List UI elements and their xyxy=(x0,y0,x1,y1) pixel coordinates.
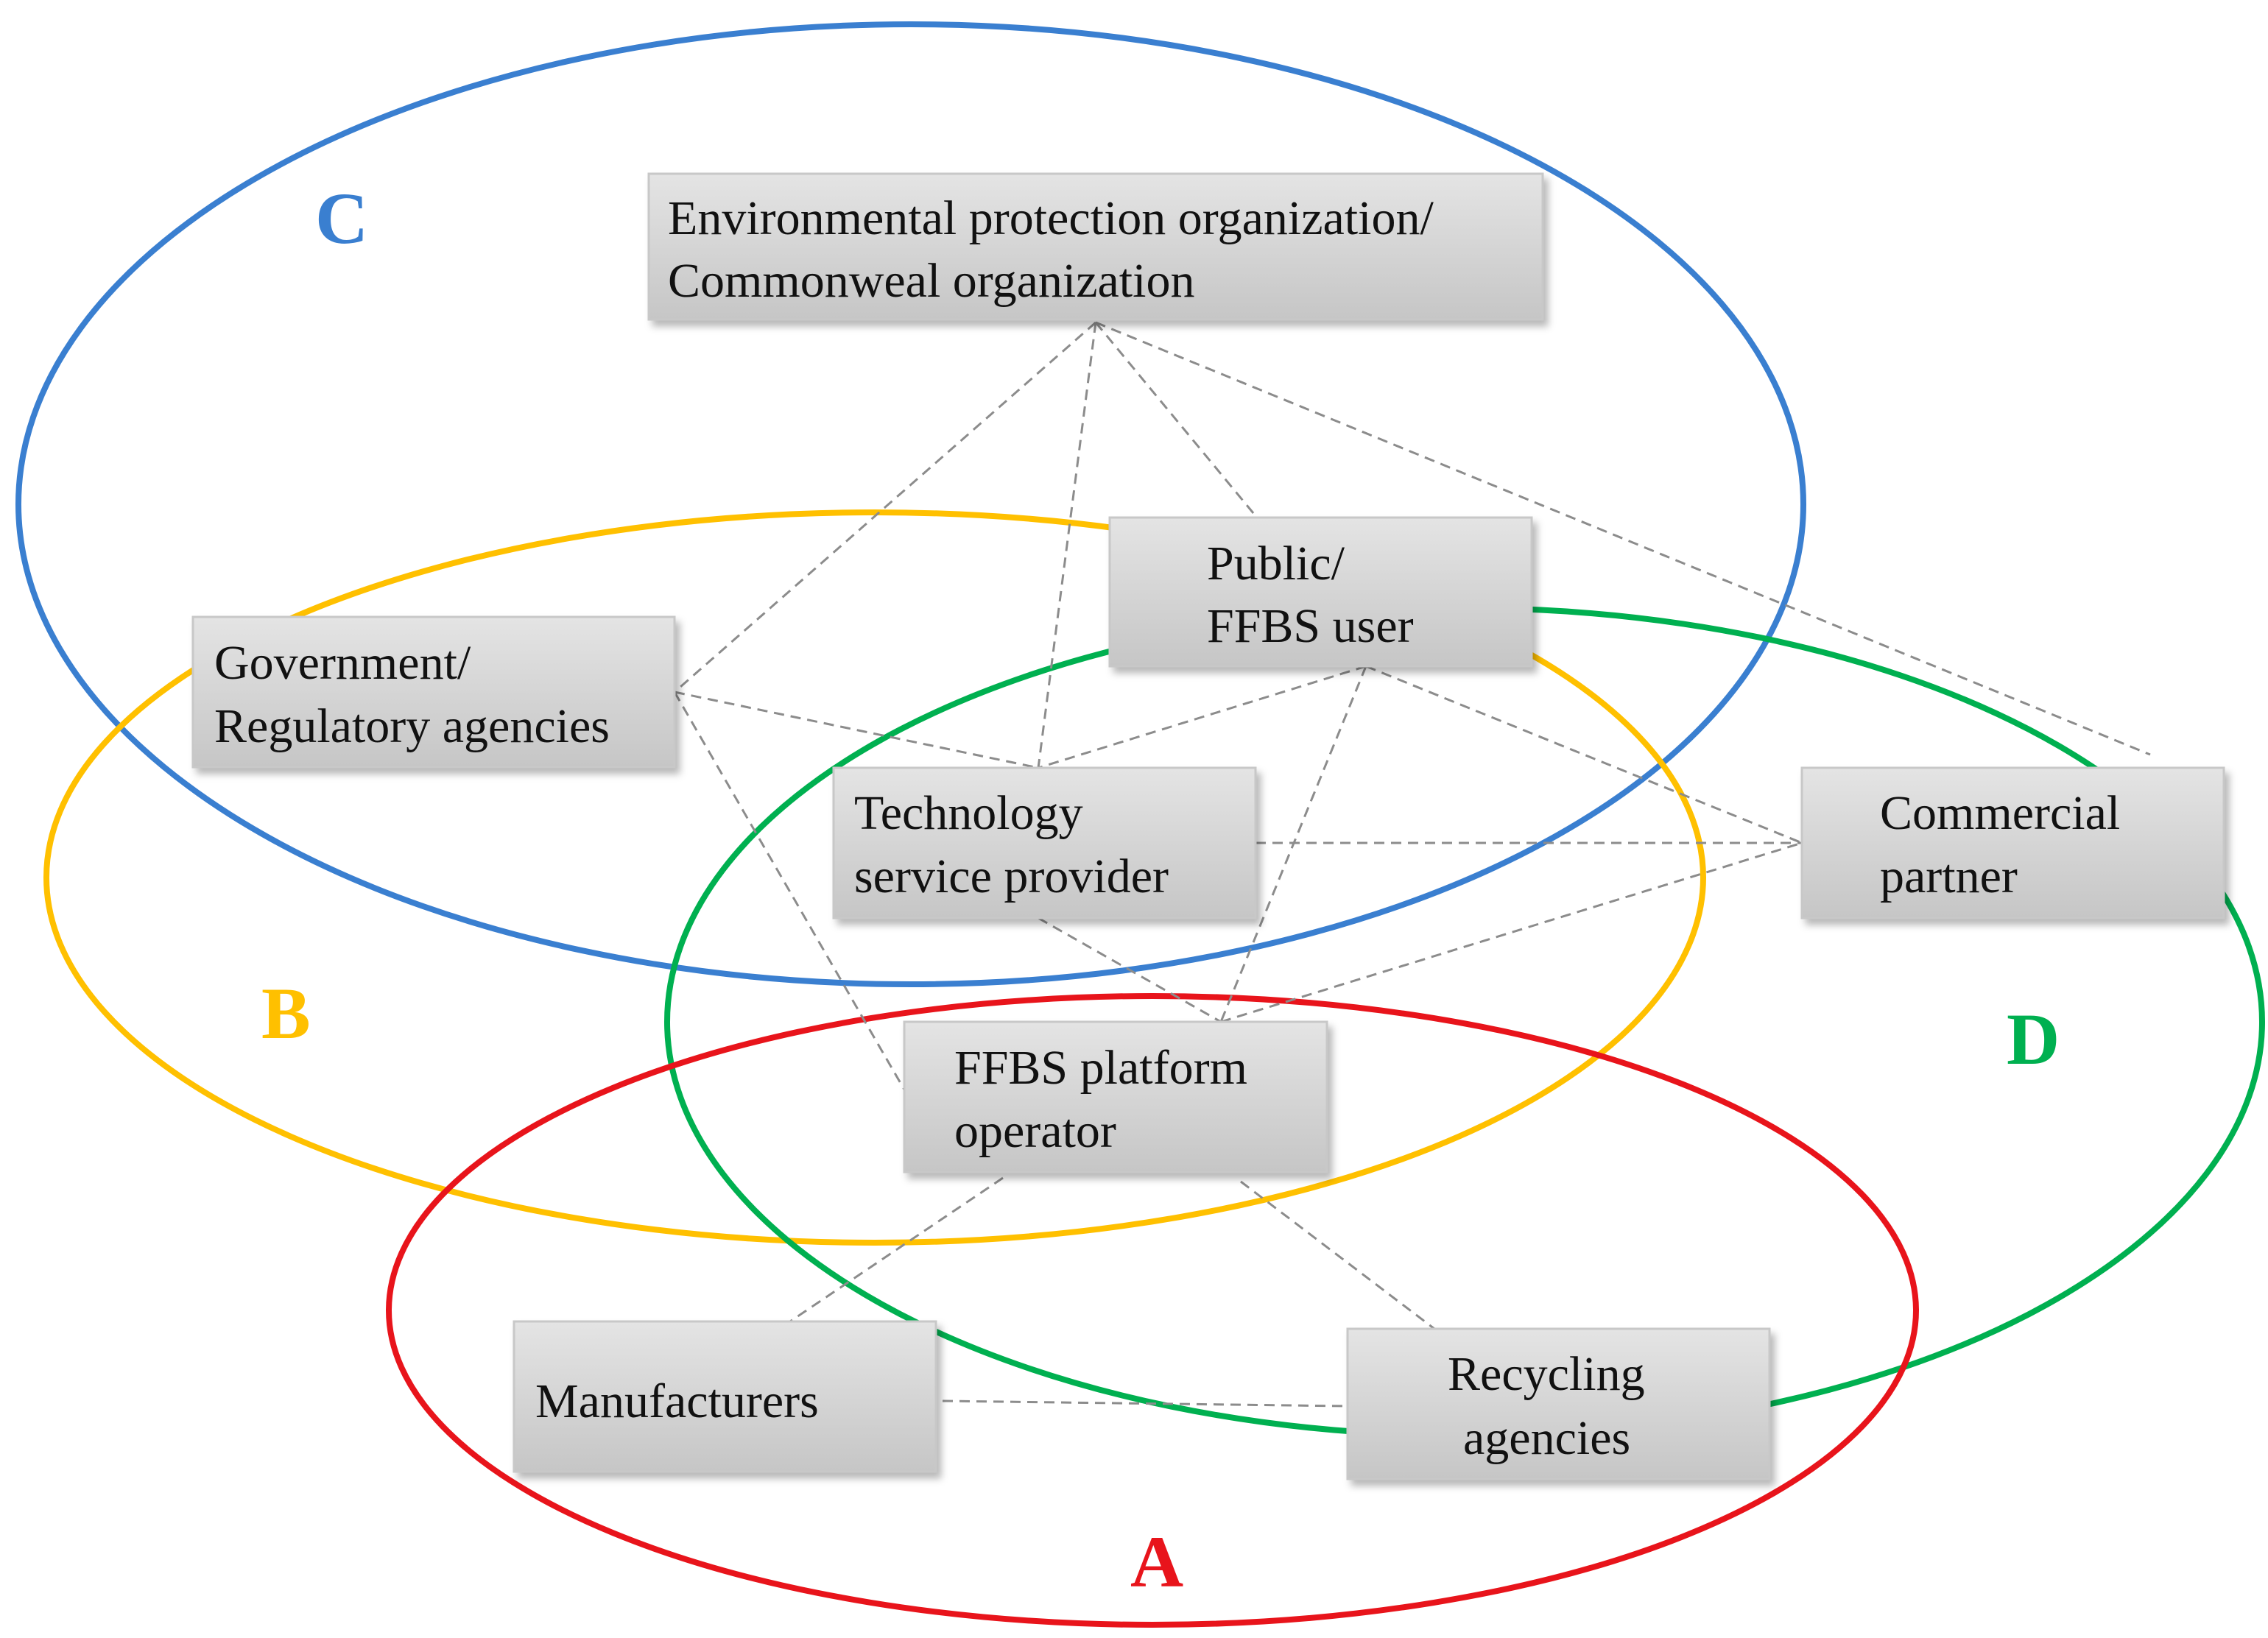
node-technology: Technology service provider xyxy=(832,766,1257,919)
group-label-a: A xyxy=(1130,1521,1183,1603)
relation-public-technology xyxy=(1038,665,1367,769)
node-technology-label: Technology service provider xyxy=(854,786,1169,903)
relation-environmental-commercial xyxy=(1095,321,2151,756)
node-platform-label: FFBS platform operator xyxy=(954,1041,1259,1158)
node-government: Government/ Regulatory agencies xyxy=(191,615,676,769)
ellipse-c xyxy=(15,21,1806,987)
relation-government-platform xyxy=(673,691,906,1090)
relation-platform-recycling xyxy=(1240,1180,1435,1330)
node-recycling-label: Recycling agencies xyxy=(1448,1347,1657,1465)
node-manufacturers: Manufacturers xyxy=(513,1320,937,1473)
group-labels: C B D A xyxy=(261,177,2060,1603)
relation-lines xyxy=(673,321,2151,1408)
relation-environmental-government xyxy=(674,321,1096,693)
node-public: Public/ FFBS user xyxy=(1108,516,1533,668)
node-public-label: Public/ FFBS user xyxy=(1207,537,1414,653)
relation-government-technology xyxy=(674,691,1039,769)
relation-platform-manufacturers xyxy=(789,1176,1004,1323)
stakeholder-nodes: Environmental protection organization/ C… xyxy=(191,172,2225,1480)
ellipse-a xyxy=(386,993,1919,1628)
node-environmental: Environmental protection organization/ C… xyxy=(647,172,1544,321)
node-government-label: Government/ Regulatory agencies xyxy=(214,636,610,753)
relation-technology-platform xyxy=(1038,917,1222,1023)
group-label-b: B xyxy=(261,972,311,1054)
group-label-c: C xyxy=(315,177,368,259)
node-platform: FFBS platform operator xyxy=(903,1020,1328,1173)
node-commercial-label: Commercial partner xyxy=(1880,786,2133,903)
node-recycling: Recycling agencies xyxy=(1346,1327,1771,1480)
relation-environmental-public xyxy=(1094,322,1258,518)
node-manufacturers-label: Manufacturers xyxy=(535,1374,819,1428)
relation-environmental-technology xyxy=(1037,322,1097,769)
node-commercial: Commercial partner xyxy=(1800,766,2225,919)
group-label-d: D xyxy=(2007,998,2060,1080)
node-environmental-label: Environmental protection organization/ C… xyxy=(668,191,1445,308)
ellipse-b xyxy=(43,509,1706,1246)
relation-public-commercial xyxy=(1365,665,1803,844)
